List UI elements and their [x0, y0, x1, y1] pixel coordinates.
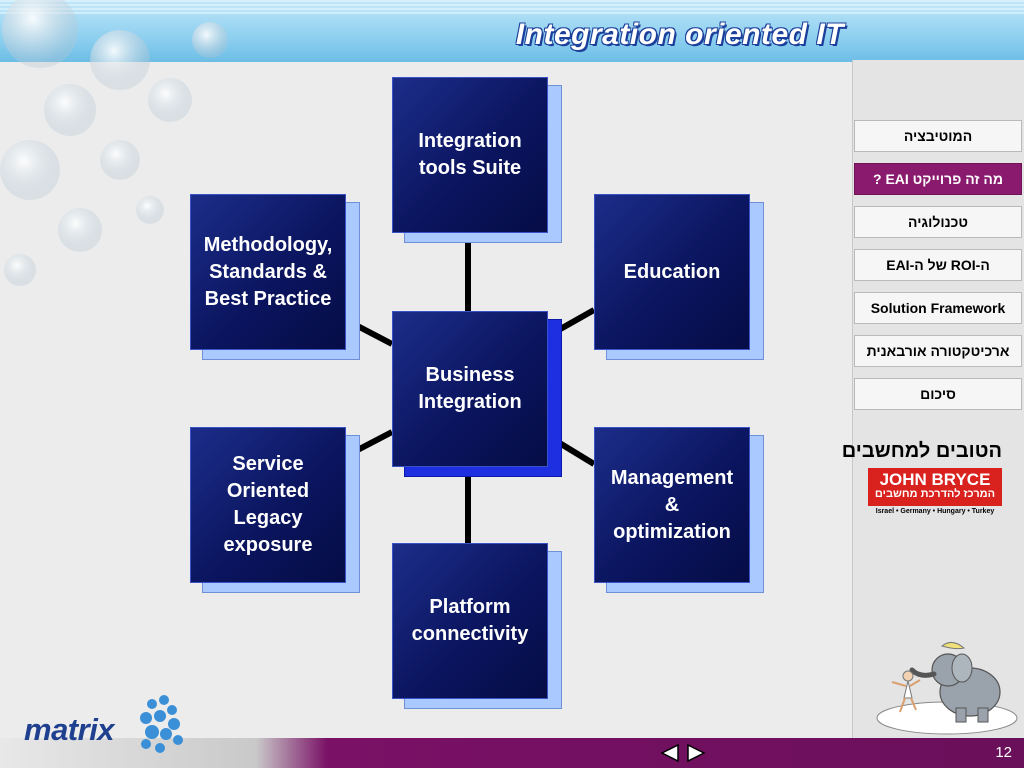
nav-item-solution-framework[interactable]: Solution Framework	[854, 292, 1022, 324]
matrix-logo-text: matrix	[24, 712, 115, 747]
jb-red-block	[868, 468, 1002, 506]
connector-bottom	[465, 466, 471, 546]
header-bar	[0, 0, 1024, 62]
box-label: Education	[594, 194, 750, 350]
box-business-integration: Business Integration	[392, 311, 562, 477]
nav-item-technology[interactable]: טכנולוגיה	[854, 206, 1022, 238]
nav-item-motivation[interactable]: המוטיבציה	[854, 120, 1022, 152]
box-platform-connectivity: Platform connectivity	[392, 543, 562, 709]
box-methodology: Methodology, Standards & Best Practice	[190, 194, 360, 360]
header-stripes	[0, 0, 1024, 14]
decorative-bubbles	[0, 0, 228, 286]
matrix-logo-dots	[140, 695, 183, 753]
box-management: Management & optimization	[594, 427, 764, 593]
box-integration-tools: Integration tools Suite	[392, 77, 562, 243]
box-service-oriented: Service Oriented Legacy exposure	[190, 427, 360, 593]
page-number: 12	[995, 744, 1012, 761]
previous-slide-icon[interactable]	[658, 742, 682, 764]
slide-nav-arrows	[658, 742, 710, 764]
box-education: Education	[594, 194, 764, 360]
jb-subtitle: המרכז להדרכת מחשבים	[874, 488, 996, 500]
box-label: Business Integration	[392, 311, 548, 467]
jb-name: JOHN BRYCE	[879, 470, 991, 489]
box-label: Methodology, Standards & Best Practice	[190, 194, 346, 350]
nav-item-what-is-eai[interactable]: מה זה פרוייקט EAI ?	[854, 163, 1022, 195]
elephant-illustration	[876, 642, 1018, 735]
next-slide-icon[interactable]	[684, 742, 708, 764]
nav-item-urban-architecture[interactable]: ארכיטקטורה אורבאנית	[854, 335, 1022, 367]
box-label: Integration tools Suite	[392, 77, 548, 233]
john-bryce-logo: הטובים למחשבים JOHN BRYCE המרכז להדרכת מ…	[841, 440, 1002, 520]
jb-countries: Israel • Germany • Hungary • Turkey	[875, 508, 995, 515]
nav-item-summary[interactable]: סיכום	[854, 378, 1022, 410]
connector-top	[465, 232, 471, 314]
page-title: Integration oriented IT	[515, 18, 844, 51]
box-label: Platform connectivity	[392, 543, 548, 699]
box-label: Service Oriented Legacy exposure	[190, 427, 346, 583]
box-label: Management & optimization	[594, 427, 750, 583]
nav-item-roi[interactable]: ה-ROI של ה-EAI	[854, 249, 1022, 281]
jb-tagline: הטובים למחשבים	[841, 440, 1002, 462]
footer-bar	[0, 738, 1024, 768]
